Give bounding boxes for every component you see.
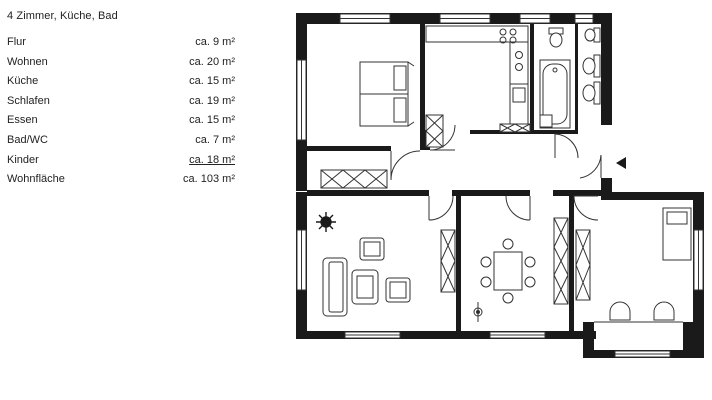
chair <box>653 301 675 321</box>
room-area: ca. 15 m² <box>189 75 235 88</box>
room-row-flur: Flur ca. 9 m² <box>7 33 235 53</box>
room-name: Wohnen <box>7 55 48 68</box>
room-row-essen: Essen ca. 15 m² <box>7 111 235 131</box>
dining-table <box>480 238 536 304</box>
room-area: ca. 19 m² <box>189 94 235 107</box>
room-area: ca. 15 m² <box>189 114 235 127</box>
double-bed <box>359 61 415 127</box>
listing-title: 4 Zimmer, Küche, Bad <box>7 10 118 22</box>
pendant-lamp-icon <box>473 302 483 322</box>
interior-walls <box>307 24 601 331</box>
room-area-table: Flur ca. 9 m² Wohnen ca. 20 m² Küche ca.… <box>7 33 235 190</box>
room-name: Flur <box>7 36 26 48</box>
room-row-schlafen: Schlafen ca. 19 m² <box>7 92 235 112</box>
door-swings <box>390 124 602 221</box>
room-area: ca. 7 m² <box>195 133 235 146</box>
armchair <box>385 277 411 303</box>
room-row-kueche: Küche ca. 15 m² <box>7 72 235 92</box>
room-name: Wohnfläche <box>7 173 65 186</box>
room-name: Bad/WC <box>7 133 48 146</box>
wc-fixtures <box>539 27 601 128</box>
room-row-wohnen: Wohnen ca. 20 m² <box>7 53 235 73</box>
kitchen-counter <box>425 25 529 125</box>
room-name: Schlafen <box>7 94 50 107</box>
room-name: Küche <box>7 75 39 88</box>
room-name: Essen <box>7 114 38 127</box>
radiators <box>320 114 591 305</box>
room-row-kinder: Kinder ca. 18 m² <box>7 151 235 171</box>
room-row-bad-wc: Bad/WC ca. 7 m² <box>7 131 235 151</box>
room-row-wohnflaeche: Wohnfläche ca. 103 m² <box>7 170 235 190</box>
windows-bottom <box>344 331 671 358</box>
entrance-arrow-icon <box>616 157 626 169</box>
room-area: ca. 9 m² <box>195 36 235 48</box>
toilet-icon <box>548 27 564 48</box>
single-bed <box>662 207 692 261</box>
armchair <box>359 237 385 261</box>
room-area: ca. 103 m² <box>183 173 235 186</box>
room-area: ca. 20 m² <box>189 55 235 68</box>
living-room-sofa <box>322 257 348 317</box>
coffee-table <box>351 269 379 305</box>
room-area: ca. 18 m² <box>189 153 235 166</box>
ceiling-lamp-icon <box>316 212 336 232</box>
chair <box>609 301 631 321</box>
room-name: Kinder <box>7 153 39 166</box>
